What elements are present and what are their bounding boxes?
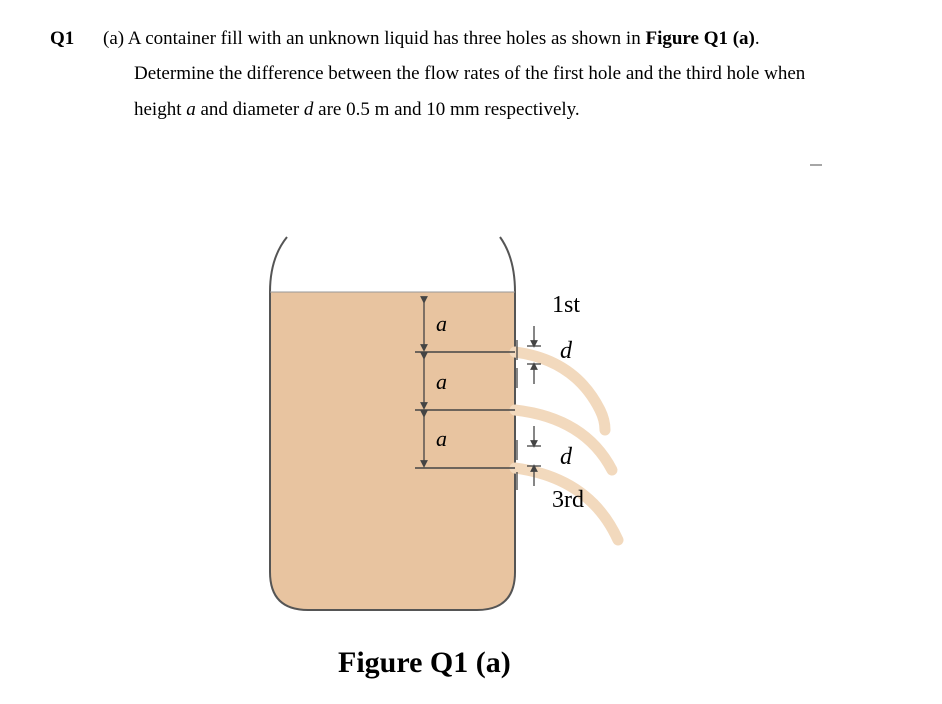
- question-number: Q1: [50, 28, 75, 49]
- label-first-hole: 1st: [552, 292, 580, 318]
- period: .: [754, 28, 760, 49]
- text-height: height: [134, 99, 182, 120]
- question-line-2: Determine the difference between the flo…: [134, 63, 806, 84]
- label-third-hole: 3rd: [552, 487, 584, 513]
- jet-first-hole: [509, 346, 611, 436]
- label-a3: a: [436, 426, 447, 451]
- jet-second-hole: [509, 404, 618, 476]
- question-text-1: A container fill with an unknown liquid …: [127, 28, 641, 49]
- label-a2: a: [436, 369, 447, 394]
- variable-d: d: [303, 99, 314, 120]
- container-outline: [269, 236, 516, 611]
- text-values: are 0.5 m and 10 mm respectively.: [318, 99, 580, 120]
- label-a1: a: [436, 311, 447, 336]
- text-and-diameter: and diameter: [200, 99, 300, 120]
- question-line-3: height a and diameter d are 0.5 m and 10…: [134, 99, 580, 121]
- liquid: [270, 292, 515, 610]
- label-d-first: d: [560, 338, 573, 364]
- figure-caption: Figure Q1 (a): [338, 646, 511, 679]
- variable-a: a: [186, 99, 196, 120]
- question-line-1: (a) A container fill with an unknown liq…: [103, 28, 760, 50]
- label-d-third: d: [560, 444, 573, 470]
- part-label: (a): [103, 28, 125, 49]
- figure-reference: Figure Q1 (a): [645, 28, 755, 49]
